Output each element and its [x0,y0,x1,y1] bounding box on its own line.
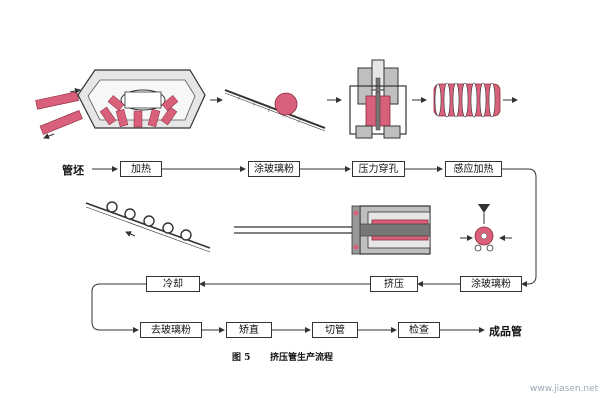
pressure-piercing-illustration [349,59,407,139]
extrusion-press-illustration [234,205,431,255]
step-glass-coating-2: 涂玻璃粉 [460,276,522,292]
step-straightening: 矫直 [226,322,272,338]
step-extrusion: 挤压 [370,276,418,292]
step-pressure-piercing: 压力穿孔 [352,161,405,177]
glass-roll-illustration [460,204,512,252]
step-cooling: 冷却 [146,276,200,292]
induction-heating-illustration [433,82,518,118]
watermark: www.jiasen.net [530,384,599,394]
glass-coating-illustration [224,89,326,132]
step-glass-coating: 涂玻璃粉 [248,161,300,177]
cooling-rack-illustration [85,201,211,253]
step-cutting: 切管 [312,322,358,338]
step-heating: 加热 [120,161,162,177]
step-inspection: 检查 [398,322,440,338]
start-label: 管坯 [62,164,84,177]
step-remove-glass: 去玻璃粉 [140,322,202,338]
heating-furnace-illustration [35,69,206,139]
step-induction-heating: 感应加热 [445,161,502,177]
end-label: 成品管 [489,325,522,338]
figure-title: 挤压管生产流程 [270,353,334,363]
figure-number: 图 5 [232,353,251,363]
